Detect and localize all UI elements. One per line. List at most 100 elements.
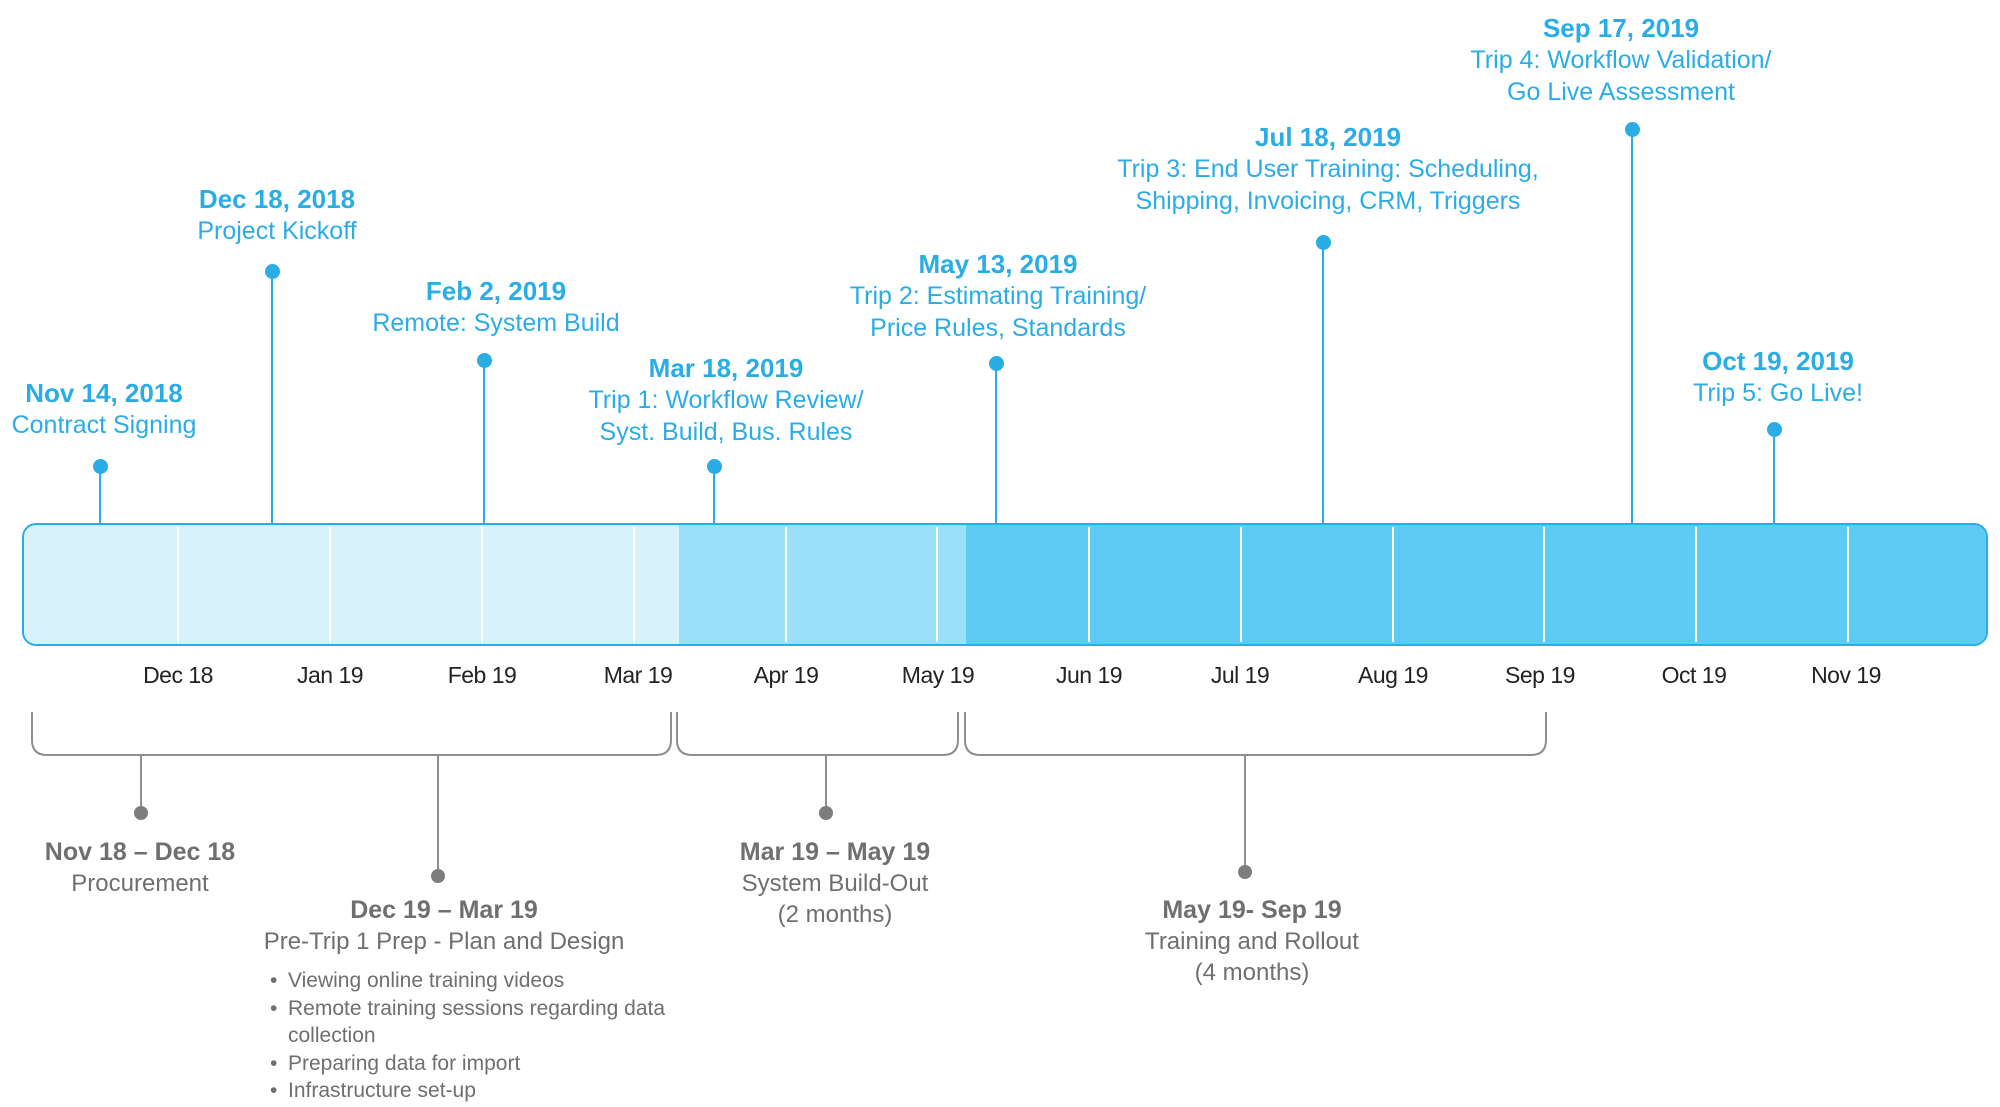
- month-label: Aug 19: [1358, 662, 1428, 688]
- month-tick: [177, 527, 179, 642]
- month-tick: [1543, 527, 1545, 642]
- milestone-stem: [995, 363, 997, 524]
- phase-range: Nov 18 – Dec 18: [44, 838, 236, 866]
- month-tick: [1695, 527, 1697, 642]
- month-label: Dec 18: [143, 662, 213, 688]
- phase-description: Training and Rollout: [1145, 928, 1359, 955]
- milestone-stem: [271, 271, 273, 524]
- month-tick: [1240, 527, 1242, 642]
- phase-label: Dec 19 – Mar 19 Pre-Trip 1 Prep - Plan a…: [184, 894, 704, 957]
- prep-task-item: Remote training sessions regarding data …: [270, 995, 668, 1050]
- milestone-label: Sep 17, 2019 Trip 4: Workflow Validation…: [1361, 13, 1881, 108]
- phase-dot: [134, 806, 148, 820]
- milestone-stem: [99, 466, 101, 524]
- phase-label: Nov 18 – Dec 18 Procurement: [0, 836, 400, 899]
- phase-range: Mar 19 – May 19: [739, 838, 931, 866]
- phase-label: May 19- Sep 19 Training and Rollout (4 m…: [992, 894, 1512, 988]
- month-label: Mar 19: [603, 662, 673, 688]
- milestone-dot: [477, 353, 492, 368]
- milestone-dot: [1625, 122, 1640, 137]
- bracket-procurement-prep: [31, 712, 672, 756]
- milestone-label: Oct 19, 2019 Trip 5: Go Live!: [1518, 346, 2000, 409]
- phase-stem: [1244, 755, 1246, 872]
- milestone-label: Feb 2, 2019 Remote: System Build: [236, 276, 756, 339]
- milestone-dot: [93, 459, 108, 474]
- milestone-label: Nov 14, 2018 Contract Signing: [0, 378, 364, 441]
- milestone-date: Oct 19, 2019: [1702, 346, 1854, 376]
- milestone-date: Feb 2, 2019: [425, 276, 567, 306]
- phase-stem: [437, 755, 439, 876]
- month-label: Jun 19: [1055, 662, 1123, 688]
- milestone-dot: [989, 356, 1004, 371]
- timeline-segment-training: [966, 525, 1986, 644]
- timeline-segment-build: [679, 525, 966, 644]
- milestone-description: Shipping, Invoicing, CRM, Triggers: [1135, 187, 1521, 215]
- milestone-date: Mar 18, 2019: [648, 353, 804, 383]
- milestone-date: Jul 18, 2019: [1255, 122, 1401, 152]
- phase-label: Mar 19 – May 19 System Build-Out (2 mont…: [575, 836, 1095, 930]
- milestone-description: Project Kickoff: [197, 217, 357, 245]
- month-label: Jul 19: [1210, 662, 1270, 688]
- milestone-label: May 13, 2019 Trip 2: Estimating Training…: [738, 249, 1258, 344]
- milestone-description: Syst. Build, Bus. Rules: [599, 418, 853, 446]
- month-tick: [329, 527, 331, 642]
- month-tick: [481, 527, 483, 642]
- milestone-date: Nov 14, 2018: [25, 378, 183, 408]
- phase-range: Dec 19 – Mar 19: [350, 896, 538, 924]
- milestone-stem: [1322, 242, 1324, 524]
- milestone-description: Trip 5: Go Live!: [1693, 379, 1863, 407]
- month-label: Jan 19: [296, 662, 364, 688]
- phase-description: (4 months): [1194, 959, 1310, 986]
- milestone-date: Dec 18, 2018: [198, 184, 356, 214]
- milestone-description: Contract Signing: [11, 411, 197, 439]
- month-label: Apr 19: [753, 662, 819, 688]
- prep-task-item: Viewing online training videos: [270, 967, 668, 995]
- milestone-date: Sep 17, 2019: [1542, 13, 1700, 43]
- milestone-description: Trip 4: Workflow Validation/: [1470, 46, 1772, 74]
- month-tick: [1088, 527, 1090, 642]
- phase-description: Procurement: [71, 870, 209, 897]
- month-label: Sep 19: [1505, 662, 1575, 688]
- milestone-stem: [1631, 129, 1633, 524]
- prep-task-item: Preparing data for import: [270, 1050, 668, 1078]
- milestone-description: Remote: System Build: [372, 309, 620, 337]
- month-tick: [1392, 527, 1394, 642]
- month-label: Nov 19: [1811, 662, 1881, 688]
- prep-task-item: Infrastructure set-up: [270, 1077, 668, 1105]
- month-tick: [936, 527, 938, 642]
- phase-description: System Build-Out: [741, 870, 929, 897]
- month-label: May 19: [901, 662, 975, 688]
- month-label: Feb 19: [447, 662, 517, 688]
- bracket-system-build-out: [676, 712, 959, 756]
- phase-stem: [825, 755, 827, 813]
- phase-range: May 19- Sep 19: [1162, 896, 1342, 924]
- milestone-description: Price Rules, Standards: [870, 314, 1126, 342]
- milestone-stem: [483, 360, 485, 524]
- month-tick: [633, 527, 635, 642]
- prep-task-list: Viewing online training videos Remote tr…: [270, 967, 668, 1105]
- milestone-dot: [1767, 422, 1782, 437]
- milestone-description: Trip 1: Workflow Review/: [588, 386, 864, 414]
- milestone-description: Trip 3: End User Training: Scheduling,: [1117, 155, 1539, 183]
- timeline-segment-prep: [24, 525, 679, 644]
- milestone-description: Go Live Assessment: [1507, 78, 1735, 106]
- milestone-description: Trip 2: Estimating Training/: [849, 282, 1147, 310]
- milestone-date: May 13, 2019: [918, 249, 1078, 279]
- phase-description: (2 months): [777, 901, 893, 928]
- phase-stem: [140, 755, 142, 813]
- phase-description: Pre-Trip 1 Prep - Plan and Design: [263, 928, 625, 955]
- month-tick: [1847, 527, 1849, 642]
- milestone-dot: [1316, 235, 1331, 250]
- milestone-stem: [713, 466, 715, 524]
- milestone-dot: [265, 264, 280, 279]
- milestone-dot: [707, 459, 722, 474]
- milestone-label: Jul 18, 2019 Trip 3: End User Training: …: [1068, 122, 1588, 217]
- milestone-label: Mar 18, 2019 Trip 1: Workflow Review/ Sy…: [466, 353, 986, 448]
- milestone-stem: [1773, 429, 1775, 524]
- phase-dot: [1238, 865, 1252, 879]
- bracket-training-rollout: [964, 712, 1547, 756]
- milestone-label: Dec 18, 2018 Project Kickoff: [17, 184, 537, 247]
- phase-dot: [819, 806, 833, 820]
- month-tick: [785, 527, 787, 642]
